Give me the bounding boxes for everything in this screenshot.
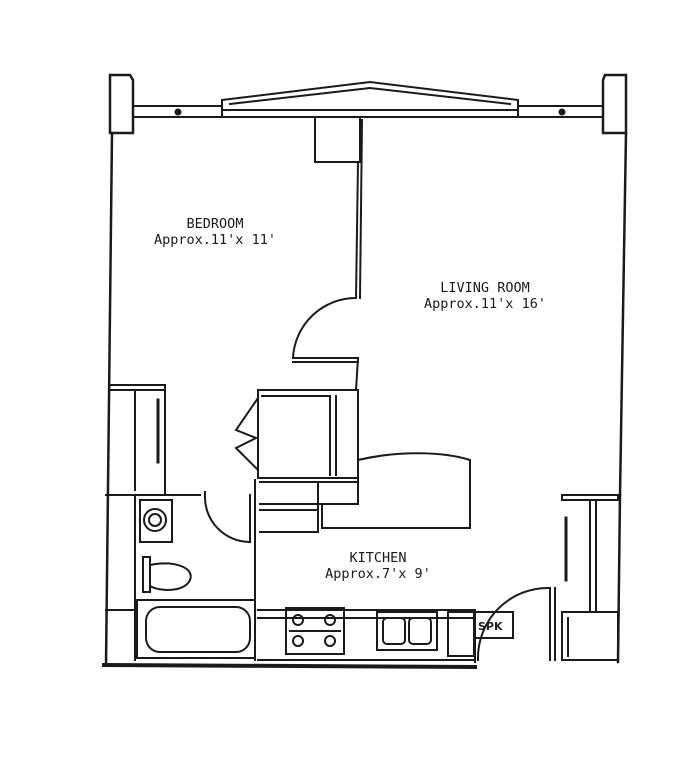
living-closet xyxy=(561,494,619,661)
column xyxy=(314,116,361,163)
kitchen-counter xyxy=(257,607,476,661)
bedroom-label: BEDROOM Approx.11'x 11' xyxy=(150,216,280,248)
living-room-label: LIVING ROOM Approx.11'x 16' xyxy=(400,280,570,312)
kitchen-name: KITCHEN xyxy=(349,550,407,566)
top-window xyxy=(108,73,628,135)
kitchen-label: KITCHEN Approx.7'x 9' xyxy=(318,550,438,582)
kitchen-size: Approx.7'x 9' xyxy=(325,566,431,582)
exterior-walls xyxy=(101,131,628,670)
spk-label: SPK xyxy=(478,620,503,633)
partition-wall xyxy=(291,118,364,392)
living-room-size: Approx.11'x 16' xyxy=(424,296,546,312)
hall-cabinets xyxy=(259,481,359,533)
center-closet xyxy=(234,389,359,479)
bedroom-name: BEDROOM xyxy=(186,216,244,232)
kitchen-island xyxy=(321,452,471,529)
bedroom-closet xyxy=(109,384,201,496)
entry xyxy=(474,586,556,663)
bathroom xyxy=(105,479,256,661)
bedroom-size: Approx.11'x 11' xyxy=(154,232,276,248)
living-room-name: LIVING ROOM xyxy=(440,280,530,296)
